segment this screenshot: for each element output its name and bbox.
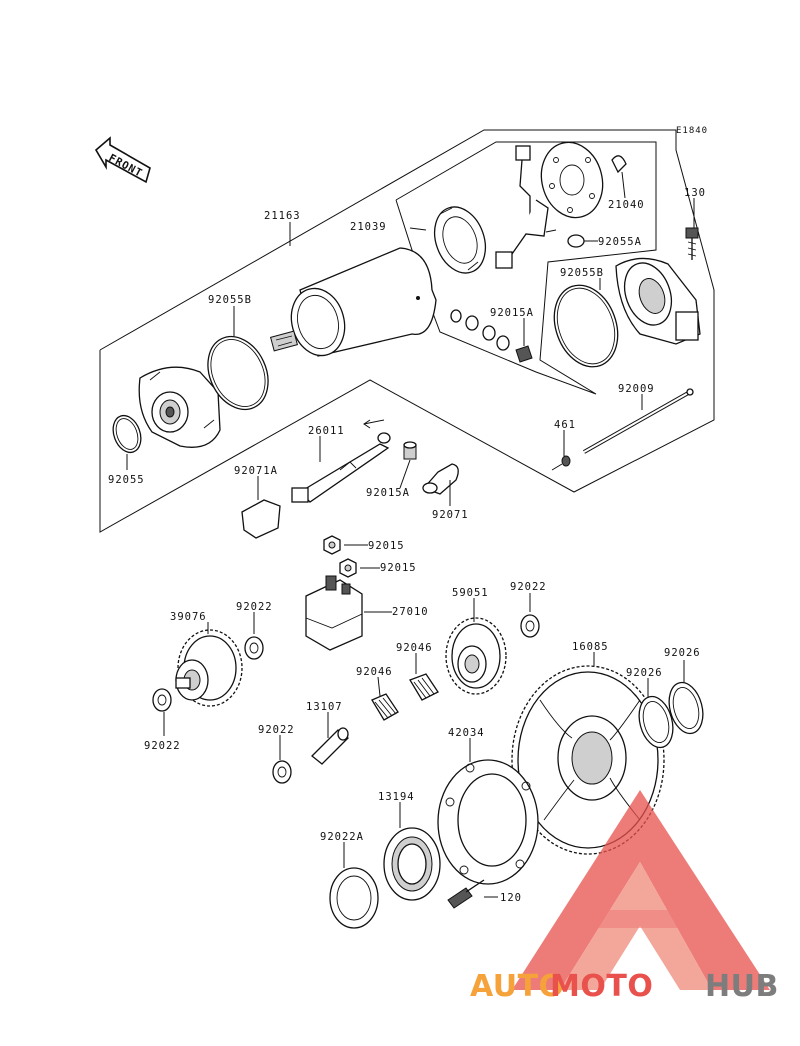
label-92022-left: 92022 <box>236 601 273 613</box>
brush-lead <box>495 145 557 269</box>
label-27010: 27010 <box>392 606 429 618</box>
boot-92071a <box>241 499 281 539</box>
diagram-code: E1840 <box>676 126 708 136</box>
label-92022-top: 92022 <box>510 581 547 593</box>
label-13107: 13107 <box>306 701 343 713</box>
cap-92071 <box>422 463 459 495</box>
label-92055a-top: 92055A <box>598 236 642 248</box>
nut-92015-a <box>323 535 341 555</box>
o-ring-92055 <box>112 414 142 454</box>
label-21163: 21163 <box>264 210 301 222</box>
label-92015a-top: 92015A <box>490 307 534 319</box>
label-26011: 26011 <box>308 425 345 437</box>
watermark-hub: HUB <box>705 969 779 1004</box>
label-39076: 39076 <box>170 611 207 623</box>
label-42034: 42034 <box>448 727 485 739</box>
brush-holder-set-outline <box>395 141 657 395</box>
washer-92022-mid <box>272 760 292 784</box>
washer-92022a <box>329 867 379 929</box>
label-92022-bottomleft: 92022 <box>144 740 181 752</box>
bearing-92046-a <box>371 693 399 721</box>
washer-92022-top <box>520 614 540 638</box>
yoke-assembly <box>269 247 437 357</box>
label-92055b-left: 92055B <box>208 294 252 306</box>
starter-relay-27010 <box>305 575 363 651</box>
o-ring-92055b-left <box>207 335 269 411</box>
label-461: 461 <box>554 419 576 431</box>
washer-92022-left <box>244 636 264 660</box>
brush-plate-21040 <box>540 141 627 219</box>
gear-39076 <box>175 629 243 707</box>
label-92009: 92009 <box>618 383 655 395</box>
rear-cover <box>615 257 701 345</box>
bolt-120 <box>447 879 485 909</box>
label-13194: 13194 <box>378 791 415 803</box>
label-92046-a: 92046 <box>356 666 393 678</box>
one-way-clutch-13194 <box>383 827 441 901</box>
brush-plate-21039 <box>433 206 487 274</box>
label-92022a: 92022A <box>320 831 364 843</box>
bolt-130 <box>685 227 699 260</box>
gear-59051 <box>445 617 507 695</box>
watermark-moto: MOTO <box>550 969 653 1004</box>
through-bolt-92009 <box>583 388 694 454</box>
label-92055b-right: 92055B <box>560 267 604 279</box>
label-130: 130 <box>684 187 706 199</box>
o-ring-92055a <box>567 234 585 248</box>
washer-stack <box>450 309 533 363</box>
label-92071: 92071 <box>432 509 469 521</box>
front-arrow-icon: FRONT <box>94 136 151 184</box>
bearing-92046-b <box>409 673 439 701</box>
shaft-13107 <box>311 727 349 765</box>
terminal-bolt-26011 <box>291 419 391 503</box>
ring-gear-16085 <box>511 665 665 855</box>
washer-92022-bottomleft <box>152 688 172 712</box>
watermark-auto: AUTO <box>470 969 565 1004</box>
label-120: 120 <box>500 892 522 904</box>
o-ring-92055b-right <box>553 284 619 368</box>
label-21040: 21040 <box>608 199 645 211</box>
watermark-text: AUTO MOTO HUB <box>470 969 779 1004</box>
label-92026-a: 92026 <box>626 667 663 679</box>
label-92015-b: 92015 <box>380 562 417 574</box>
label-16085: 16085 <box>572 641 609 653</box>
ring-92026-b <box>668 681 704 735</box>
o-ring-461 <box>551 455 571 471</box>
clutch-housing-42034 <box>437 759 539 885</box>
nut-92015a-mid <box>403 441 417 460</box>
label-21039: 21039 <box>350 221 387 233</box>
label-92071a: 92071A <box>234 465 278 477</box>
part-labels: 21163 21039 21040 92055A 130 92055B 9205… <box>108 187 706 904</box>
label-92026-b: 92026 <box>664 647 701 659</box>
watermark-logo <box>512 790 770 990</box>
leader-lines <box>126 171 695 898</box>
label-92022-mid: 92022 <box>258 724 295 736</box>
ring-92026-a <box>638 695 674 749</box>
label-92046-b: 92046 <box>396 642 433 654</box>
front-cover <box>138 366 221 448</box>
nut-92015-b <box>339 558 357 578</box>
label-92055: 92055 <box>108 474 145 486</box>
label-92015-a: 92015 <box>368 540 405 552</box>
label-92015a-mid: 92015A <box>366 487 410 499</box>
label-59051: 59051 <box>452 587 489 599</box>
starter-assembly-outline <box>99 129 715 533</box>
